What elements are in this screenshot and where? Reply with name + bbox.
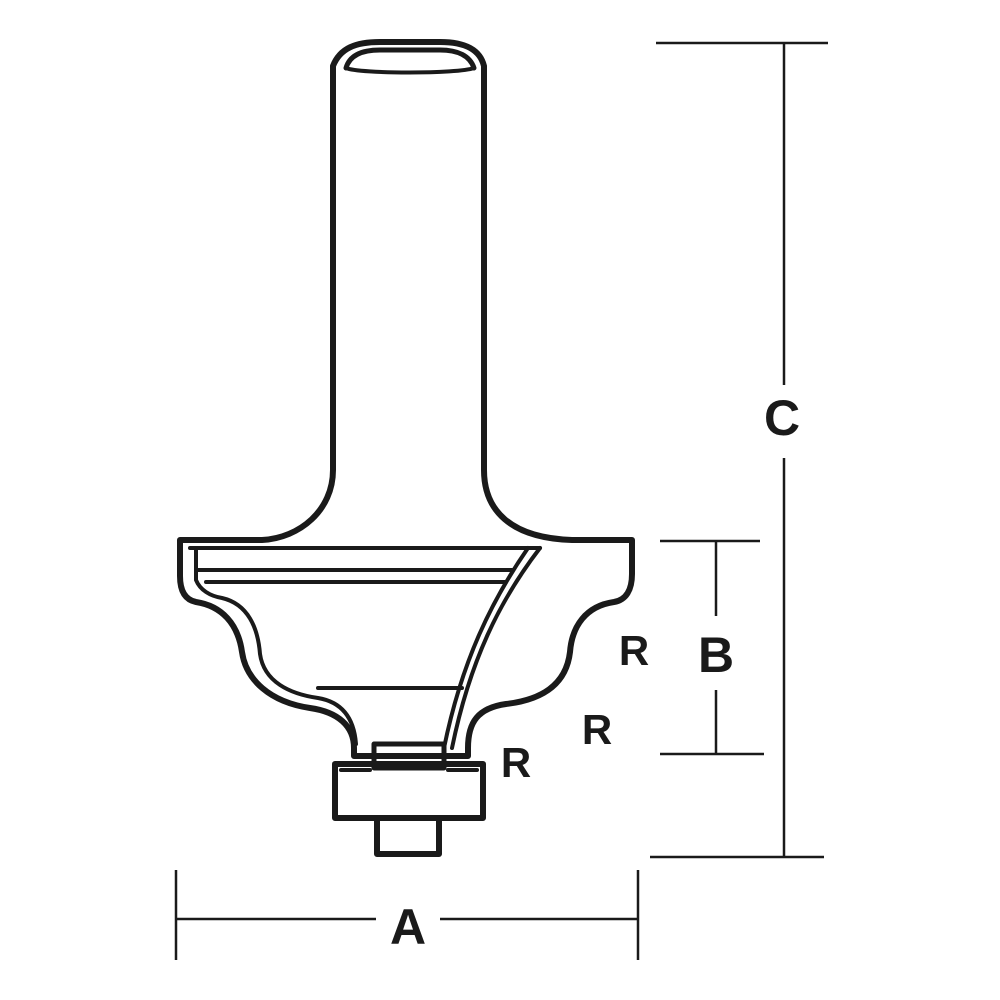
shank-top-inner bbox=[344, 66, 476, 75]
cutter-sweep-inner bbox=[442, 546, 530, 750]
label-c: C bbox=[764, 390, 800, 446]
inner-profile bbox=[194, 546, 358, 746]
shank-top-rim bbox=[343, 47, 477, 71]
shank-outline bbox=[177, 39, 635, 759]
bearing bbox=[332, 761, 486, 821]
label-radius-lower: R bbox=[501, 739, 531, 786]
bearing-screw bbox=[374, 815, 442, 857]
label-b: B bbox=[698, 627, 734, 683]
router-bit bbox=[177, 39, 635, 857]
label-radius-middle: R bbox=[582, 706, 612, 753]
cutter-sweep-outer bbox=[450, 546, 542, 750]
neck bbox=[371, 741, 447, 771]
label-a: A bbox=[390, 899, 426, 955]
dimension-lines bbox=[174, 41, 828, 960]
label-radius-upper: R bbox=[619, 627, 649, 674]
